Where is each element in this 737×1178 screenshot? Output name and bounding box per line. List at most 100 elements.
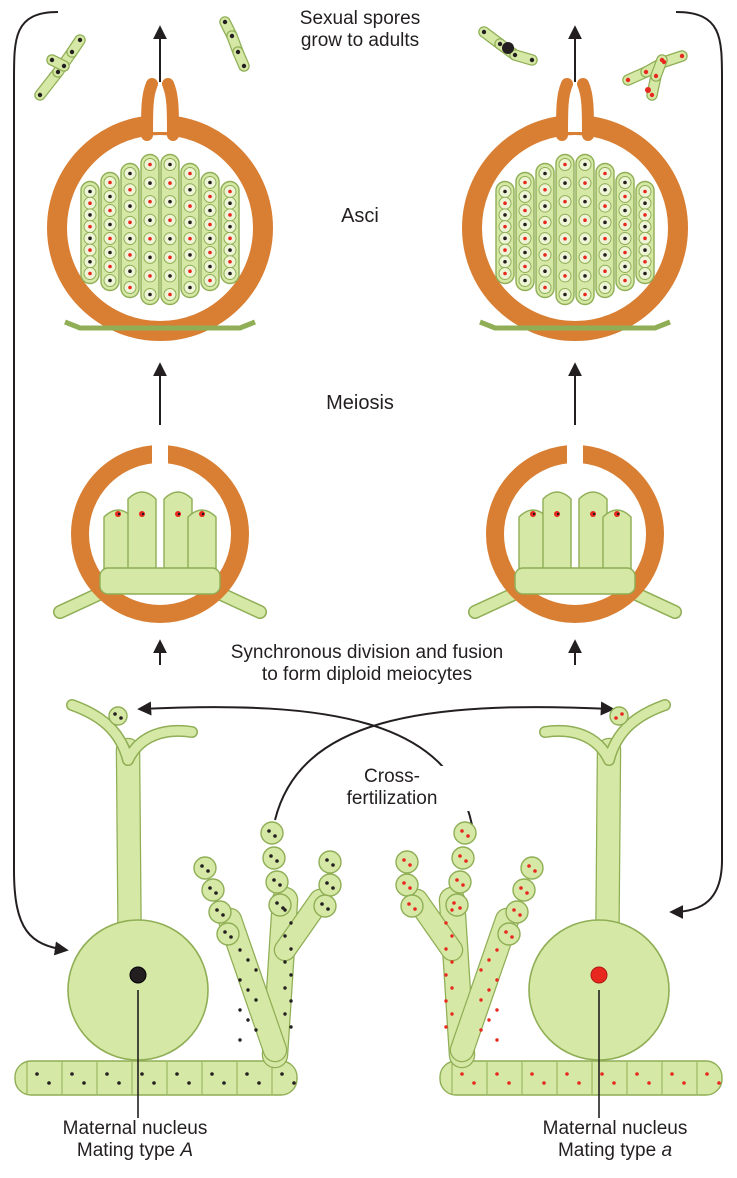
meiocyte-nucleus-A [142,513,144,515]
ascospore-nucleus [88,201,92,205]
division-label: Synchronous division and fusion to form … [172,642,562,687]
hyphal-nucleus [210,1072,214,1076]
conidium-nucleus [331,886,335,890]
ascospore-nucleus [583,274,587,278]
hyphal-nucleus [254,968,257,971]
meiocyte-nucleus-A [178,513,180,515]
ascospore-nucleus [208,223,212,227]
hyphal-nucleus [245,1072,249,1076]
hyphal-nucleus [246,1018,249,1021]
conidium-right-1 [454,822,476,844]
conidium-nucleus [215,908,219,912]
hyphal-nucleus [238,1038,241,1041]
meiosis-label: Meiosis [290,392,430,416]
conidium-right-1 [446,894,468,916]
ascospore-nucleus [208,279,212,283]
ascospore-nucleus [88,260,92,264]
conidium-right-2 [396,874,418,896]
ascospore-nucleus [543,269,547,273]
maternal-nucleus-a-label: Maternal nucleus Mating type a [500,1118,730,1163]
conidium-nucleus [214,891,218,895]
conidium-nucleus [533,869,537,873]
ascospore-nucleus [643,260,647,264]
hyphal-nucleus [246,958,249,961]
ostiole-left-left [147,84,152,135]
ascospore-nucleus [128,172,132,176]
conidium-left-1 [261,822,283,844]
ascospore-nucleus [188,172,192,176]
conidium-left-1 [269,894,291,916]
young-ostiole-right [567,440,583,470]
ascospore-nucleus [523,223,527,227]
spore-nucleus [38,93,42,97]
hyphal-nucleus [495,948,498,951]
hyphal-nucleus [495,1008,498,1011]
ascospore-nucleus [208,265,212,269]
ascospore-nucleus [643,272,647,276]
ascospore-nucleus [208,195,212,199]
maternal-nucleus-left [130,967,146,983]
conidium-nucleus [326,907,330,911]
ascospore-nucleus [148,274,152,278]
ascospore-nucleus [148,181,152,185]
ascospore-nucleus [88,272,92,276]
ascospore-nucleus [228,201,232,205]
hyphal-nucleus [70,1072,74,1076]
arrow-life-cycle-left [14,12,66,950]
spore-nucleus [242,64,246,68]
conidium-left-0 [202,879,224,901]
hyphal-nucleus [635,1072,639,1076]
spore-nucleus [70,50,74,54]
ascospore-nucleus [228,190,232,194]
hyphal-nucleus [450,986,453,989]
hyphal-nucleus [289,921,292,924]
mating-type-a: a [661,1140,672,1161]
germinating-spore-l2 [238,52,244,66]
conidium-nucleus [206,869,210,873]
ascospore-nucleus [563,181,567,185]
hyphal-nucleus [565,1072,569,1076]
spore-nucleus [644,70,648,74]
mating-type-prefix-left: Mating type [77,1140,181,1161]
ascospore-nucleus [543,253,547,257]
ascospore-nucleus [148,163,152,167]
ascospore-nucleus [188,188,192,192]
spore-nucleus [482,30,486,34]
ascospore-nucleus [543,204,547,208]
hyphal-nucleus [187,1081,191,1085]
ascospore-nucleus [543,188,547,192]
conidium-nucleus [614,716,618,720]
ascospore-nucleus [108,251,112,255]
ascospore-nucleus [168,163,172,167]
conidium-nucleus [275,901,279,905]
conidium-nucleus [223,930,227,934]
hyphal-nucleus [289,973,292,976]
conidium-left-2 [319,851,341,873]
maternal-right-line1: Maternal nucleus [500,1118,730,1140]
ascospore-nucleus [208,181,212,185]
spore-nucleus [654,74,658,78]
hyphal-nucleus [35,1072,39,1076]
ascospore-nucleus [128,188,132,192]
ascospore-nucleus [563,274,567,278]
hyphal-nucleus [283,1012,286,1015]
hyphal-nucleus [283,960,286,963]
ascospore-nucleus [228,225,232,229]
hyphal-nucleus [257,1081,261,1085]
ascospore-nucleus [168,181,172,185]
ascospore-nucleus [623,181,627,185]
meiocyte-nucleus-A [617,513,619,515]
conidium-left-2 [314,895,336,917]
ascospore-nucleus [108,265,112,269]
hyphal-nucleus [542,1081,546,1085]
division-label-line2: to form diploid meiocytes [172,664,562,686]
conidium-right-0 [498,923,520,945]
ascospore-nucleus [208,237,212,241]
hyphal-nucleus [487,1018,490,1021]
ascospore-nucleus [623,237,627,241]
ascospore-nucleus [623,209,627,213]
ascospore-nucleus [583,181,587,185]
conidium-left-2 [319,874,341,896]
conidium-nucleus [620,712,624,716]
